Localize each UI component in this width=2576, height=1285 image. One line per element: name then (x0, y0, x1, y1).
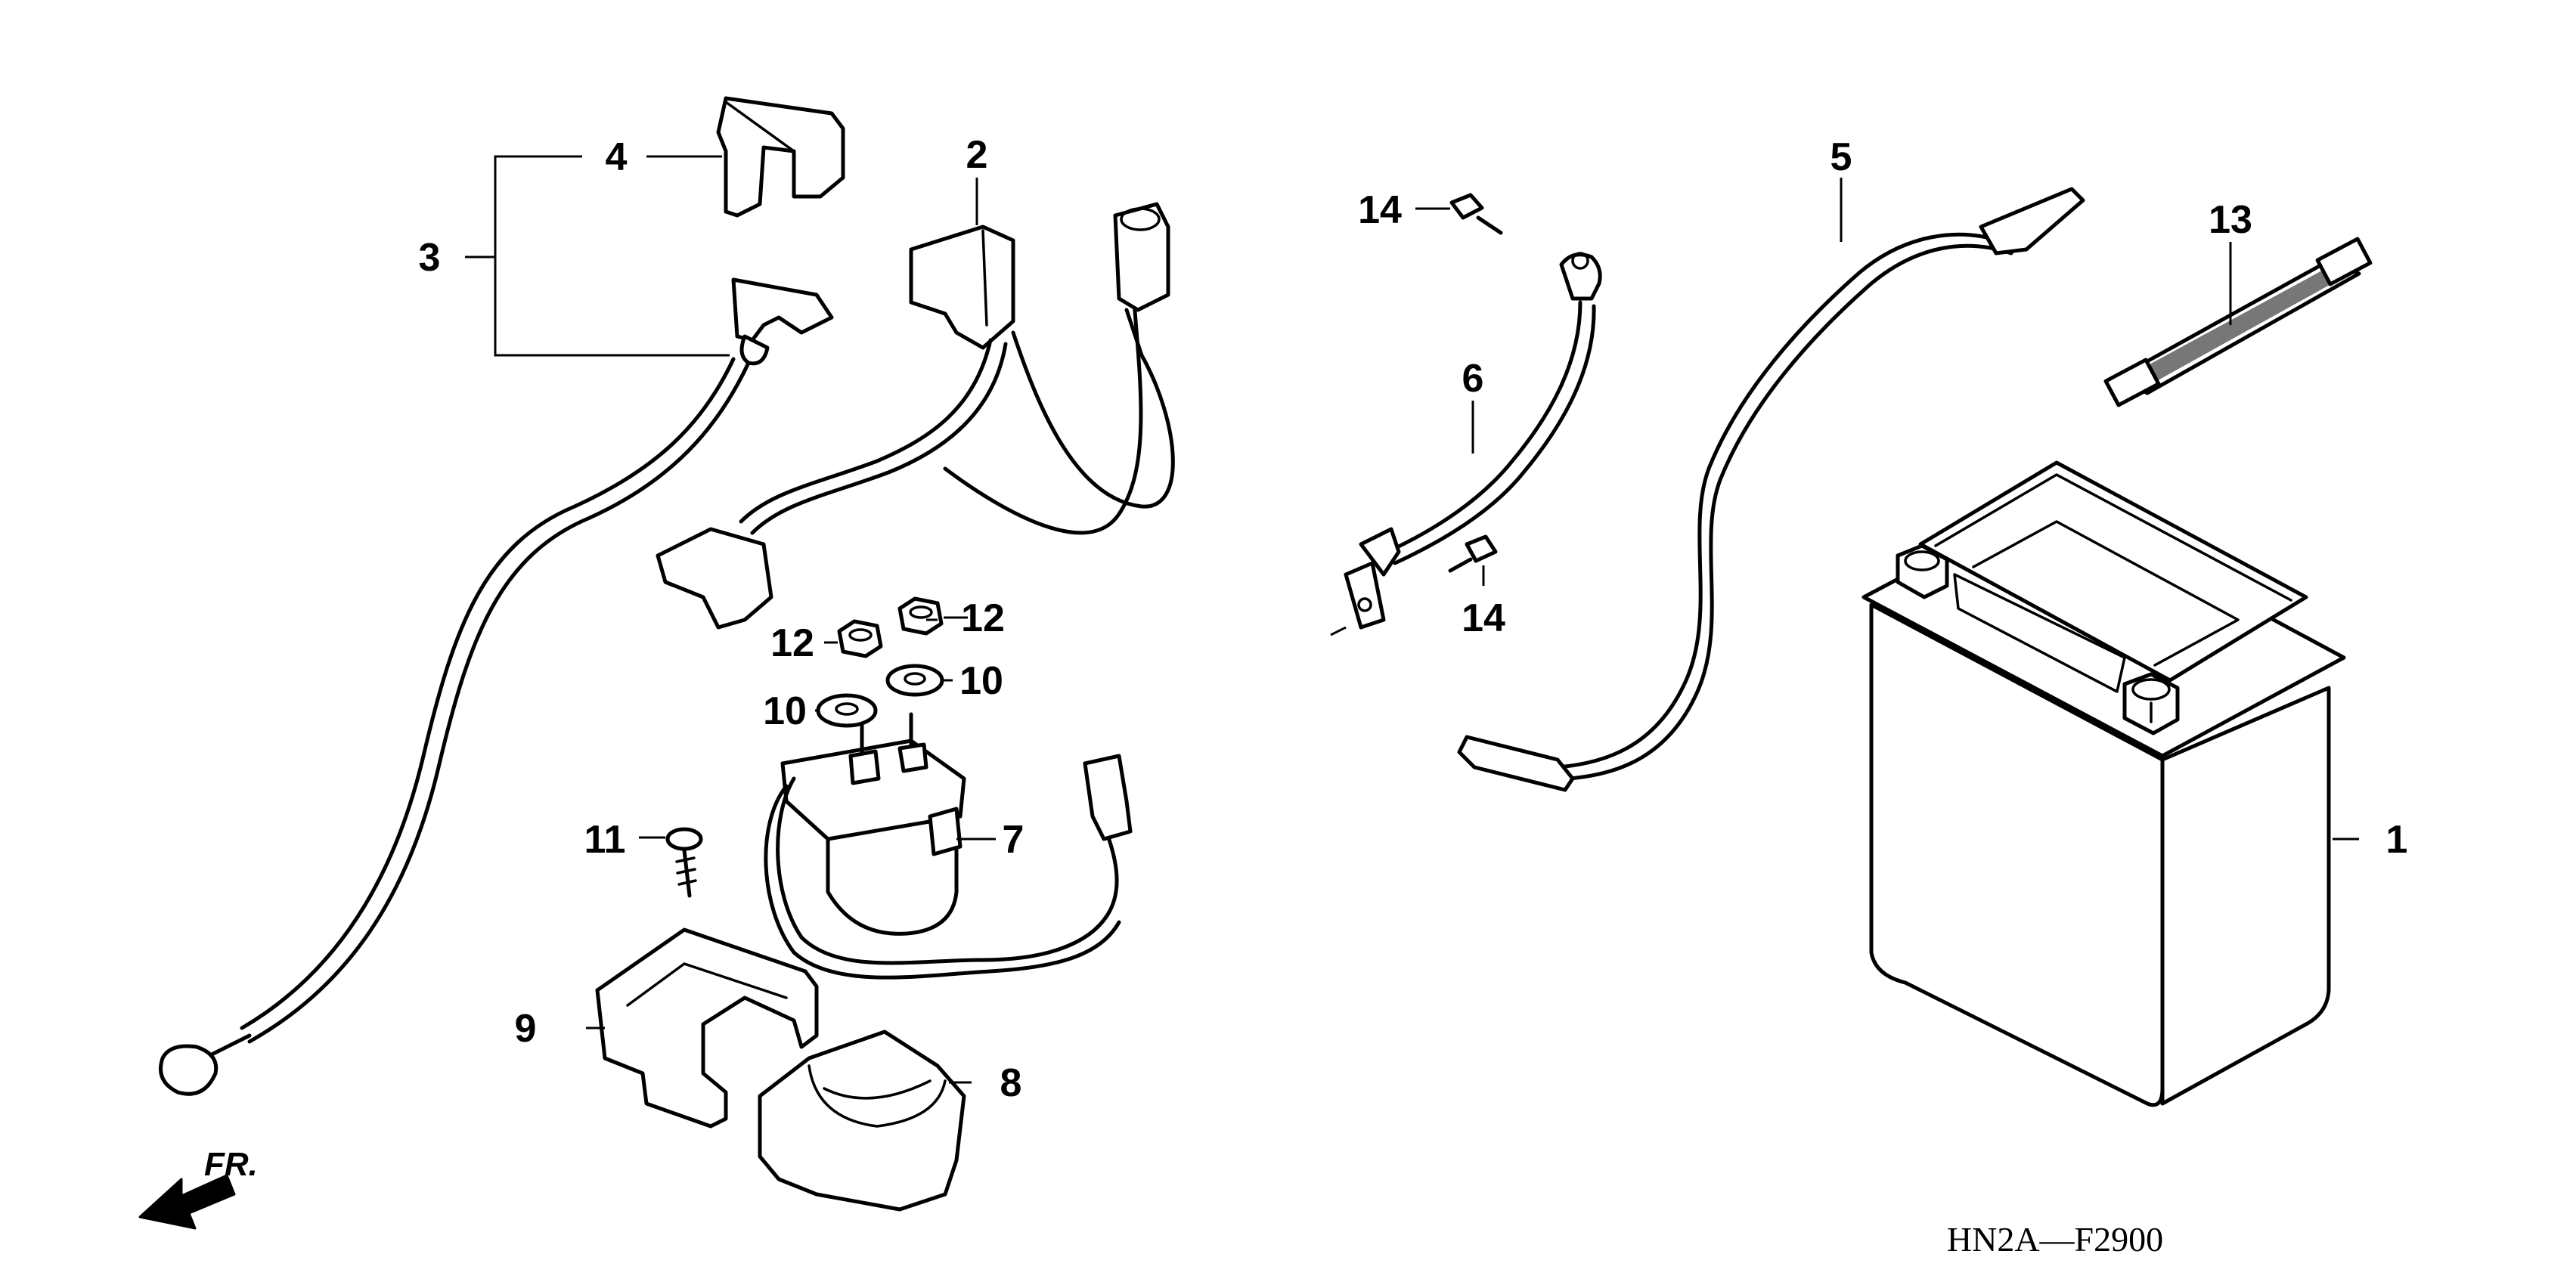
callout-4: 4 (606, 135, 628, 179)
callouts: 1 2 3 4 5 6 7 8 9 10 10 11 12 12 13 14 1… (419, 133, 2408, 1105)
callout-11: 11 (584, 818, 626, 862)
callout-2: 2 (966, 133, 988, 177)
callout-8: 8 (1000, 1061, 1022, 1105)
callout-3: 3 (419, 236, 441, 280)
screw[interactable] (665, 827, 703, 898)
relay-harness[interactable] (656, 202, 1175, 630)
relay-cover[interactable] (595, 927, 819, 1129)
callout-10-left: 10 (763, 689, 807, 733)
leader-lines (465, 155, 2359, 1084)
front-direction-label: FR. (204, 1146, 258, 1183)
relay-holder[interactable] (758, 1030, 966, 1212)
nut-right[interactable] (897, 596, 944, 636)
negative-cable[interactable] (1330, 252, 1602, 636)
callout-5: 5 (1830, 135, 1852, 179)
callout-9: 9 (515, 1007, 537, 1051)
callout-14-lower: 14 (1462, 596, 1505, 640)
bolt-upper[interactable] (1449, 193, 1503, 235)
bolt-lower[interactable] (1448, 534, 1498, 573)
diagram-code: HN2A—F2900 (1947, 1220, 2163, 1259)
ground-cable[interactable] (159, 277, 834, 1096)
callout-14-upper: 14 (1358, 188, 1402, 232)
callout-6: 6 (1462, 357, 1484, 401)
washer-left[interactable] (816, 693, 878, 728)
positive-cable[interactable] (1457, 187, 2085, 792)
front-direction-arrow: FR. (138, 1146, 258, 1230)
terminal-cap[interactable] (716, 96, 845, 218)
callout-7: 7 (1003, 818, 1025, 862)
nut-left[interactable] (837, 619, 883, 658)
battery[interactable] (1861, 460, 2346, 1107)
callout-13: 13 (2209, 198, 2252, 242)
battery-band[interactable] (2103, 237, 2373, 407)
starter-relay[interactable] (764, 712, 1133, 980)
callout-10-right: 10 (959, 659, 1003, 703)
callout-12-right: 12 (961, 596, 1005, 640)
callout-12-left: 12 (770, 621, 814, 665)
washer-right[interactable] (885, 664, 944, 697)
callout-1: 1 (2386, 818, 2408, 862)
